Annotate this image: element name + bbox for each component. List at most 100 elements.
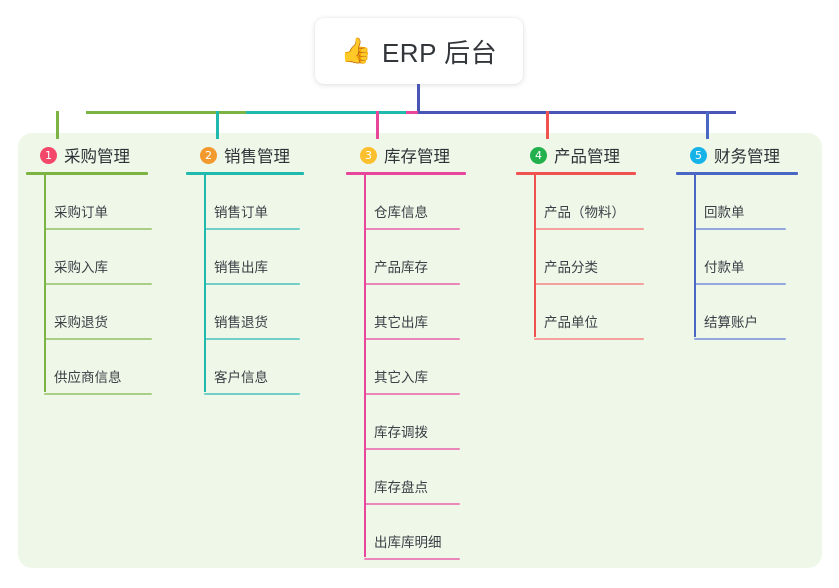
branch-item-list: 产品（物料） 产品分类产品单位 (508, 175, 668, 340)
branch-bar-segment (86, 111, 246, 114)
branch-underline (186, 172, 304, 175)
branch-item-label: 出库库明细 (374, 535, 442, 550)
branch-item-underline (204, 338, 300, 340)
branches-panel (18, 133, 822, 568)
branch-item-label: 客户信息 (214, 370, 268, 385)
branch-item[interactable]: 采购退货 (18, 285, 178, 340)
branch-item[interactable]: 销售退货 (178, 285, 338, 340)
branch-item[interactable]: 库存盘点 (338, 450, 508, 505)
branch-item-label: 付款单 (704, 260, 745, 275)
branch-header-4[interactable]: 4 产品管理 (508, 143, 668, 167)
branch-item[interactable]: 销售出库 (178, 230, 338, 285)
branch-number-badge: 2 (200, 146, 217, 164)
branch-column-4: 4 产品管理产品（物料） 产品分类产品单位 (508, 143, 668, 340)
branch-item[interactable]: 产品（物料） (508, 175, 668, 230)
branch-underline (516, 172, 636, 175)
branch-title: 销售管理 (224, 148, 290, 166)
root-node-erp-backend[interactable]: 👍 ERP 后台 (315, 18, 523, 84)
branch-title: 采购管理 (64, 148, 130, 166)
branch-item-list: 仓库信息产品库存其它出库其它入库库存调拨库存盘点出库库明细 (338, 175, 508, 560)
branch-item[interactable]: 产品单位 (508, 285, 668, 340)
branch-item-label: 结算账户 (704, 315, 758, 330)
branch-item[interactable]: 结算账户 (668, 285, 823, 340)
branch-item-underline (44, 338, 152, 340)
branch-item-underline (44, 228, 152, 230)
branch-underline (676, 172, 798, 175)
branch-item-underline (204, 393, 300, 395)
branch-item-label: 产品单位 (544, 315, 598, 330)
branch-column-2: 2 销售管理销售订单销售出库销售退货客户信息 (178, 143, 338, 395)
branch-item-label: 销售订单 (214, 205, 268, 220)
branch-item-underline (364, 448, 460, 450)
branch-title: 财务管理 (714, 148, 780, 166)
branch-item-underline (364, 393, 460, 395)
branch-item-underline (44, 393, 152, 395)
branch-header-2[interactable]: 2 销售管理 (178, 143, 338, 167)
branch-underline (26, 172, 148, 175)
branch-item-underline (364, 228, 460, 230)
branch-item-label: 其它入库 (374, 370, 428, 385)
branch-item-list: 采购订单采购入库采购退货供应商信息 (18, 175, 178, 395)
branch-spine (44, 172, 46, 392)
branch-item-label: 库存调拨 (374, 425, 428, 440)
branch-item[interactable]: 销售订单 (178, 175, 338, 230)
branch-title: 产品管理 (554, 148, 620, 166)
branch-item-label: 销售出库 (214, 260, 268, 275)
branch-item-label: 销售退货 (214, 315, 268, 330)
branch-item-underline (204, 228, 300, 230)
branch-item[interactable]: 回款单 (668, 175, 823, 230)
branch-number-badge: 4 (530, 146, 547, 164)
branch-column-1: 1 采购管理采购订单采购入库采购退货供应商信息 (18, 143, 178, 395)
branch-item-underline (364, 338, 460, 340)
branch-item[interactable]: 其它入库 (338, 340, 508, 395)
branch-item[interactable]: 出库库明细 (338, 505, 508, 560)
branch-underline (346, 172, 466, 175)
branch-spine (364, 172, 366, 557)
thumbs-up-icon: 👍 (340, 36, 372, 65)
branch-item-underline (694, 228, 786, 230)
branch-drop-2 (216, 111, 219, 139)
branch-bar-segment (246, 111, 406, 114)
branch-item-label: 其它出库 (374, 315, 428, 330)
branch-drop-4 (546, 111, 549, 139)
branch-bar-segment (406, 111, 418, 114)
branch-item-label: 产品分类 (544, 260, 598, 275)
branch-item[interactable]: 付款单 (668, 230, 823, 285)
branch-item-label: 库存盘点 (374, 480, 428, 495)
branch-item-label: 采购订单 (54, 205, 108, 220)
branch-item[interactable]: 采购订单 (18, 175, 178, 230)
branch-item-underline (364, 558, 460, 560)
branch-item-list: 回款单付款单结算账户 (668, 175, 823, 340)
branch-bar-segment (576, 111, 736, 114)
branch-bar-segment (418, 111, 576, 114)
branch-number-badge: 1 (40, 146, 57, 164)
branch-item[interactable]: 产品库存 (338, 230, 508, 285)
branch-item[interactable]: 客户信息 (178, 340, 338, 395)
branch-item[interactable]: 采购入库 (18, 230, 178, 285)
branch-item-underline (44, 283, 152, 285)
branch-item[interactable]: 仓库信息 (338, 175, 508, 230)
branch-item[interactable]: 产品分类 (508, 230, 668, 285)
branch-title: 库存管理 (384, 148, 450, 166)
branch-item-underline (694, 283, 786, 285)
root-stem (417, 84, 420, 114)
branch-item[interactable]: 库存调拨 (338, 395, 508, 450)
branch-item-underline (694, 338, 786, 340)
branch-item-label: 采购入库 (54, 260, 108, 275)
branch-item-underline (364, 503, 460, 505)
branch-header-1[interactable]: 1 采购管理 (18, 143, 178, 167)
branch-item-label: 供应商信息 (54, 370, 122, 385)
branch-item-underline (534, 228, 644, 230)
branch-item[interactable]: 供应商信息 (18, 340, 178, 395)
branch-item-label: 仓库信息 (374, 205, 428, 220)
branch-item-underline (534, 338, 644, 340)
branch-item[interactable]: 其它出库 (338, 285, 508, 340)
branch-item-label: 回款单 (704, 205, 745, 220)
branch-item-list: 销售订单销售出库销售退货客户信息 (178, 175, 338, 395)
root-node-title: ERP 后台 (381, 37, 498, 68)
branch-item-label: 采购退货 (54, 315, 108, 330)
branch-drop-3 (376, 111, 379, 139)
